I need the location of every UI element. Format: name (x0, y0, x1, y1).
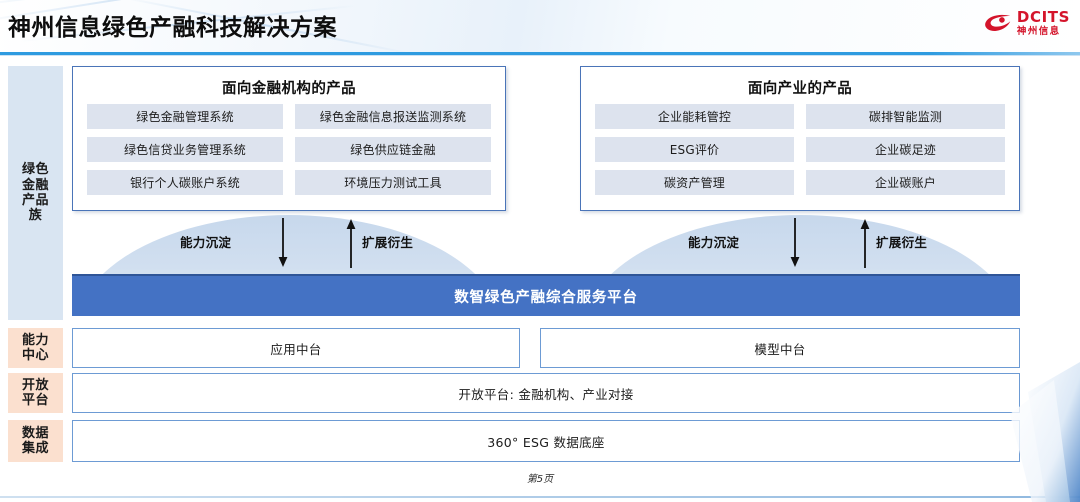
sidebar-label-text: 绿色金融产品族 (21, 162, 49, 224)
product-panel-financial-institutions: 面向金融机构的产品 绿色金融管理系统 绿色金融信息报送监测系统 绿色信贷业务管理… (72, 66, 506, 211)
product-tile[interactable]: 企业碳足迹 (806, 137, 1005, 162)
product-panel-industry: 面向产业的产品 企业能耗管控 碳排智能监测 ESG评价 企业碳足迹 碳资产管理 … (580, 66, 1020, 211)
footer-divider (0, 496, 1080, 498)
middle-platform-label: 应用中台 (270, 341, 322, 357)
arrow-up-icon (346, 219, 356, 268)
page-number: 第5页 (526, 474, 554, 485)
arrow-down-icon (278, 218, 288, 267)
arrow-up-icon (860, 219, 870, 268)
sidebar-item-data-integration[interactable]: 数据集成 (8, 420, 63, 462)
platform-label: 数智绿色产融综合服务平台 (454, 289, 638, 306)
product-tile[interactable]: 企业碳账户 (806, 170, 1005, 195)
sidebar-label-text: 开放平台 (21, 377, 49, 408)
sidebar-label-text: 数据集成 (21, 425, 49, 456)
header-divider-soft (0, 55, 1080, 56)
flow-left: 能力沉淀 扩展衍生 (72, 218, 506, 270)
logo-wordmark: DCITS 神州信息 (1017, 10, 1070, 37)
data-base-label: 360° ESG 数据底座 (487, 434, 605, 450)
open-platform-label: 开放平台: 金融机构、产业对接 (458, 386, 634, 402)
platform-bar[interactable]: 数智绿色产融综合服务平台 (72, 274, 1020, 316)
logo-cn-text: 神州信息 (1016, 26, 1061, 37)
middle-platform-application[interactable]: 应用中台 (72, 328, 520, 368)
panel-title: 面向金融机构的产品 (221, 81, 357, 97)
product-tile[interactable]: 企业能耗管控 (595, 104, 794, 129)
flow-up-label: 扩展衍生 (876, 235, 928, 250)
product-tile[interactable]: 绿色金融管理系统 (87, 104, 283, 129)
slide-header: 神州信息绿色产融科技解决方案 DCITS 神州信息 (0, 0, 1080, 54)
arrow-down-icon (790, 218, 800, 267)
product-tile[interactable]: 绿色金融信息报送监测系统 (295, 104, 491, 129)
middle-platform-label: 模型中台 (754, 341, 806, 357)
product-tile-grid: 企业能耗管控 碳排智能监测 ESG评价 企业碳足迹 碳资产管理 企业碳账户 (595, 104, 1005, 195)
sidebar-item-ability-center[interactable]: 能力中心 (8, 328, 63, 368)
product-tile[interactable]: 碳资产管理 (595, 170, 794, 195)
product-tile[interactable]: ESG评价 (595, 137, 794, 162)
dcits-swoosh-icon (985, 15, 1011, 32)
product-tile[interactable]: 绿色信贷业务管理系统 (87, 137, 283, 162)
sidebar-item-open-platform[interactable]: 开放平台 (8, 373, 63, 413)
data-base-row[interactable]: 360° ESG 数据底座 (72, 420, 1020, 462)
flow-right: 能力沉淀 扩展衍生 (580, 218, 1020, 270)
panel-title: 面向产业的产品 (747, 81, 853, 97)
product-tile[interactable]: 碳排智能监测 (806, 104, 1005, 129)
product-tile-grid: 绿色金融管理系统 绿色金融信息报送监测系统 绿色信贷业务管理系统 绿色供应链金融… (87, 104, 491, 195)
slide-body: 绿色金融产品族 能力中心 开放平台 数据集成 面向金融机构的产品 绿色金融管理系… (0, 56, 1080, 502)
flow-up-label: 扩展衍生 (362, 235, 414, 250)
header-divider (0, 52, 1080, 55)
sidebar-item-green-product-family[interactable]: 绿色金融产品族 (8, 66, 63, 320)
flow-down-label: 能力沉淀 (180, 235, 232, 250)
product-tile[interactable]: 环境压力测试工具 (295, 170, 491, 195)
product-tile[interactable]: 绿色供应链金融 (295, 137, 491, 162)
page-title: 神州信息绿色产融科技解决方案 (8, 15, 337, 41)
company-logo: DCITS 神州信息 (984, 10, 1070, 37)
open-platform-row[interactable]: 开放平台: 金融机构、产业对接 (72, 373, 1020, 413)
logo-en-text: DCITS (1016, 8, 1070, 26)
middle-platform-model[interactable]: 模型中台 (540, 328, 1020, 368)
flow-down-label: 能力沉淀 (688, 235, 740, 250)
sidebar-label-text: 能力中心 (21, 332, 49, 363)
product-tile[interactable]: 银行个人碳账户系统 (87, 170, 283, 195)
